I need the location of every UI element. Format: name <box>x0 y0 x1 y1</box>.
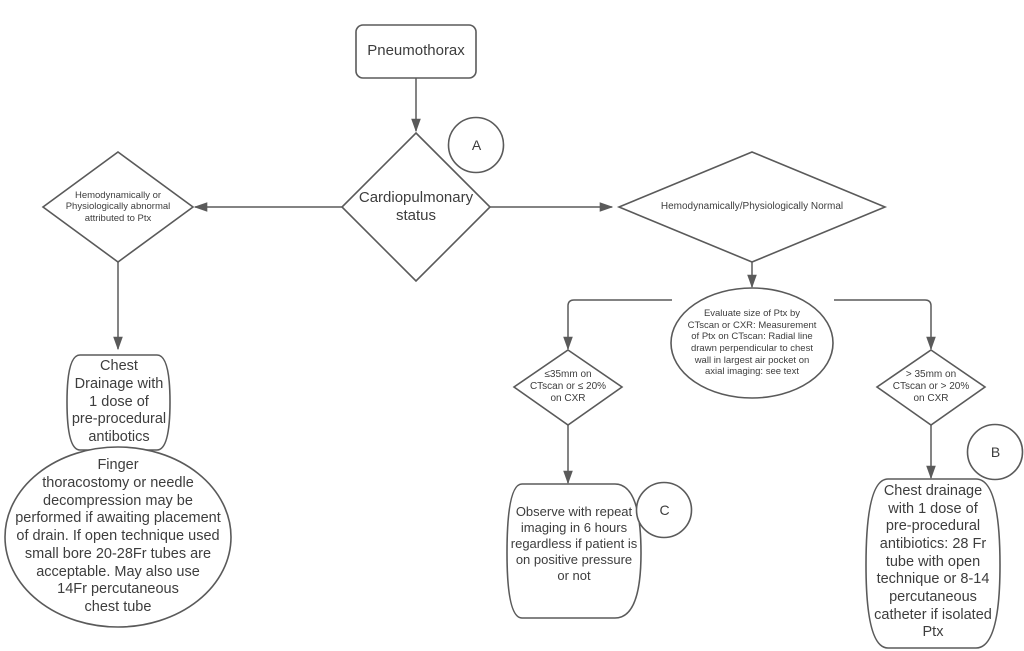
node-cardiopulmonary-status-shape[interactable] <box>340 131 492 283</box>
annotation-b-shape[interactable] <box>966 423 1024 481</box>
node-small-ptx-shape[interactable] <box>512 349 624 426</box>
edge-evaluate-to-large-ptx <box>834 299 936 351</box>
edge-evaluate-to-small-ptx <box>563 299 672 351</box>
node-abnormal-shape[interactable] <box>41 151 195 263</box>
node-chest-drainage-left-shape[interactable] <box>66 354 171 451</box>
annotation-a-shape[interactable] <box>447 116 505 174</box>
node-large-ptx-shape[interactable] <box>875 349 987 426</box>
node-observe-shape[interactable] <box>506 483 642 619</box>
node-evaluate-size-shape[interactable] <box>670 287 834 399</box>
node-finger-thoracostomy-shape[interactable] <box>4 446 232 628</box>
node-start-shape[interactable] <box>355 24 477 79</box>
annotation-c-shape[interactable] <box>635 481 693 539</box>
node-normal-shape[interactable] <box>616 151 888 263</box>
node-chest-drainage-right-shape[interactable] <box>865 478 1001 649</box>
